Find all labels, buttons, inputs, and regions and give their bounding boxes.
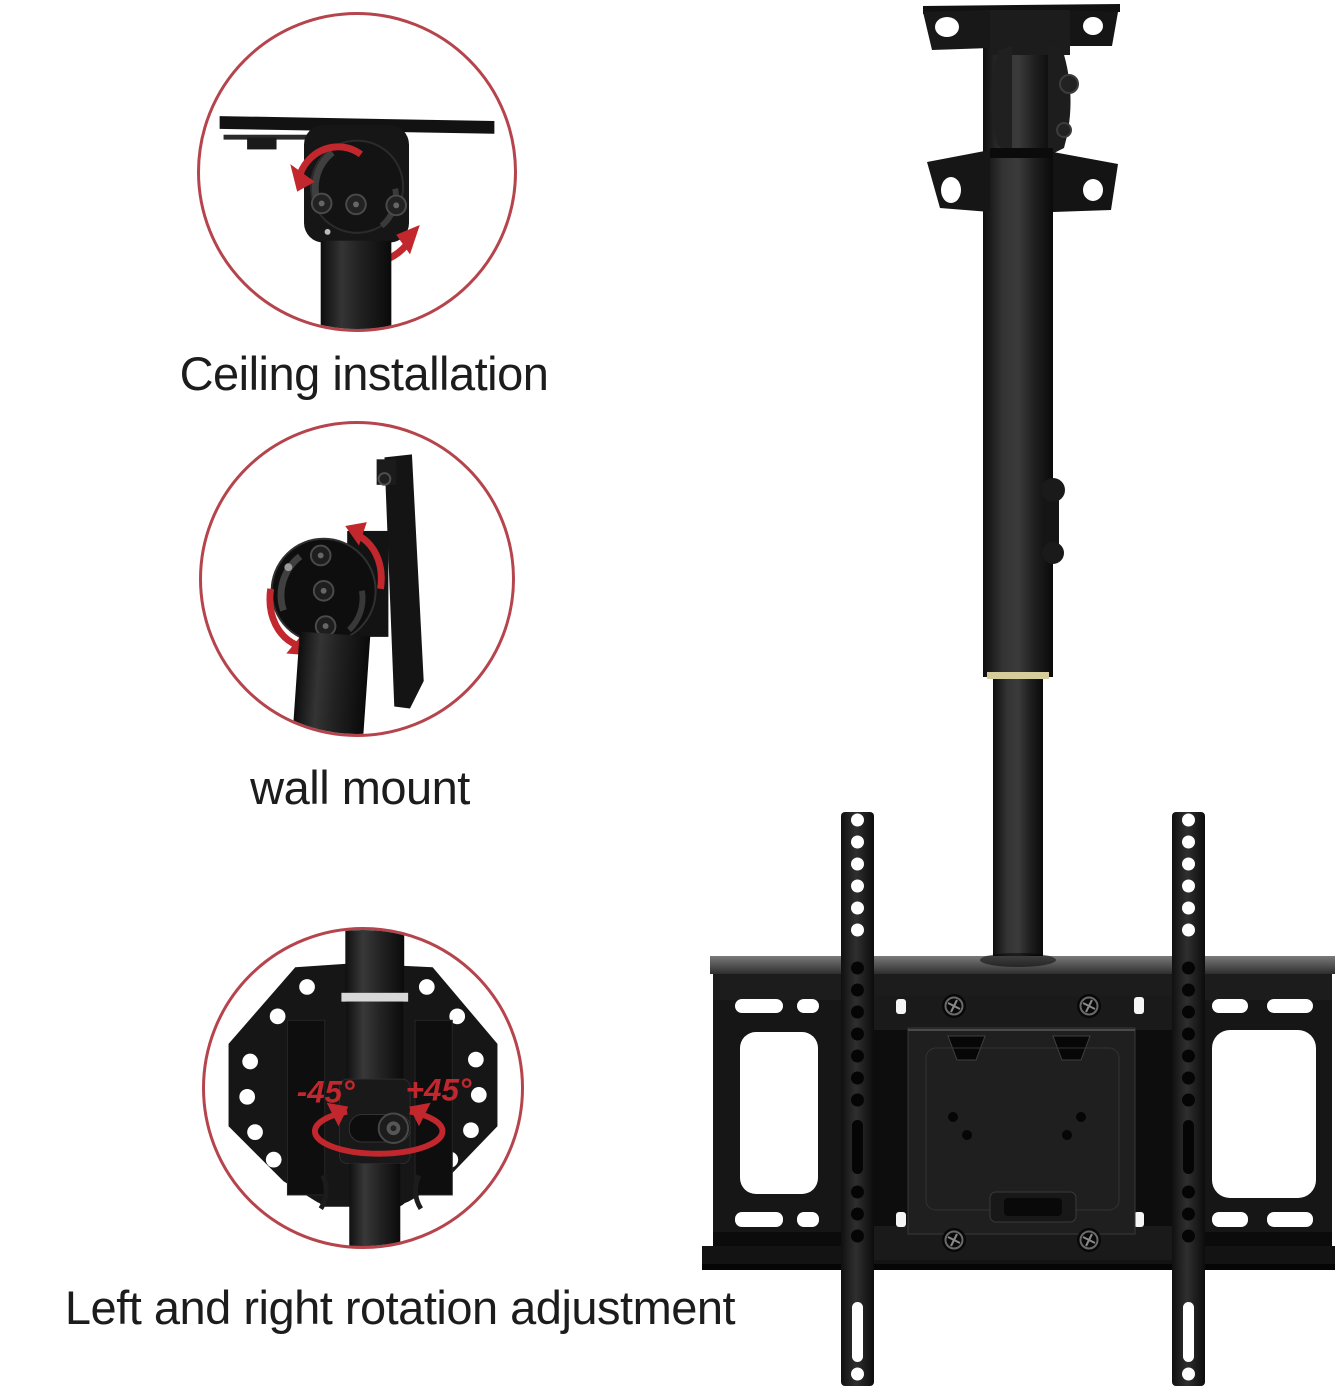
pole-clamp-lever: [1041, 478, 1065, 564]
wall-plate: [376, 454, 424, 709]
wall-mount-callout: [199, 421, 515, 737]
rotation-arrow-icon: [311, 1102, 446, 1157]
rotation-detail-photo: -45° +45°: [228, 930, 498, 1246]
caption-ceiling-installation: Ceiling installation: [179, 347, 549, 400]
pivot-bolts: [310, 192, 408, 235]
rotation-pole: [338, 930, 411, 1246]
wall-pivot-detail-photo: [266, 454, 424, 734]
tilt-screws: [942, 994, 1101, 1252]
rotation-adjustment-callout: -45° +45°: [202, 927, 524, 1249]
caption-rotation-adjustment: Left and right rotation adjustment: [64, 1281, 736, 1334]
pivot-disc: [270, 537, 377, 644]
joint-stripe: [987, 672, 1049, 679]
vesa-rail-right: [1172, 812, 1205, 1386]
rotation-right-label: +45°: [406, 1073, 472, 1108]
ceiling-installation-callout: [197, 12, 517, 332]
rotation-range-annotation: -45° +45°: [297, 1073, 472, 1157]
ceiling-plate: [219, 116, 495, 150]
lower-pole: [993, 679, 1043, 960]
upper-pole: [983, 30, 1053, 677]
vesa-rail-left: [841, 812, 874, 1386]
caption-wall-mount: wall mount: [250, 761, 470, 814]
rotation-left-label: -45°: [297, 1075, 355, 1110]
vesa-adapter-plate: [907, 1027, 1136, 1235]
pivot-housing: [304, 124, 410, 243]
side-straps: [286, 1019, 453, 1211]
pole-section: [292, 631, 371, 734]
pole-section: [320, 240, 392, 329]
ceiling-mount-plate: [923, 4, 1120, 212]
ceiling-pivot-detail-photo: [219, 116, 495, 329]
tv-ceiling-mount-product-photo: [702, 4, 1335, 1386]
